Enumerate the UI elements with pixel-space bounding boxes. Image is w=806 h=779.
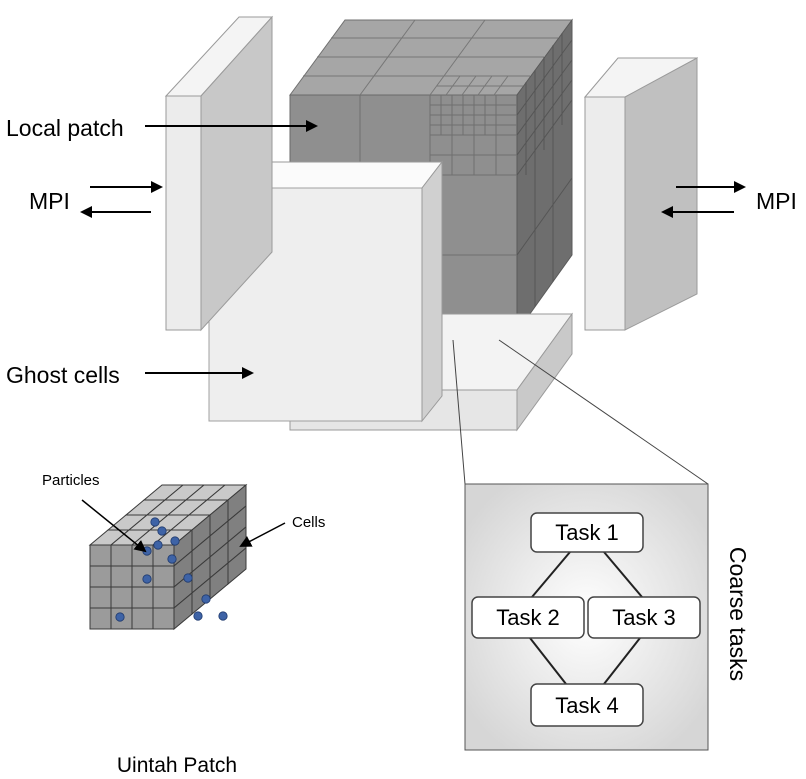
particle-dot bbox=[218, 611, 228, 621]
left-slab-front bbox=[165, 95, 202, 331]
cells-arrow bbox=[239, 522, 286, 547]
task-node-3: Task 3 bbox=[587, 596, 701, 639]
cell-front bbox=[89, 544, 112, 567]
particle-dot bbox=[167, 554, 177, 564]
mpi-right-label: MPI bbox=[756, 188, 797, 214]
edge-task2-task4 bbox=[529, 637, 567, 685]
particle-dot bbox=[150, 517, 160, 527]
task-2-label: Task 2 bbox=[496, 605, 560, 630]
bottom-slab-side bbox=[516, 312, 573, 432]
cell-front bbox=[89, 586, 112, 609]
task-1-label: Task 1 bbox=[555, 520, 619, 545]
cell-front bbox=[131, 586, 154, 609]
ghost-cells-label: Ghost cells bbox=[6, 362, 120, 388]
uintah-patch-cube bbox=[88, 483, 248, 631]
particles-label: Particles bbox=[42, 472, 100, 489]
particle-dot bbox=[157, 526, 167, 536]
edge-task1-task3 bbox=[603, 551, 643, 598]
particle-dot bbox=[170, 536, 180, 546]
task-3-label: Task 3 bbox=[612, 605, 676, 630]
edge-task3-task4 bbox=[603, 637, 641, 685]
ghost-slab-right bbox=[583, 57, 699, 331]
cell-front bbox=[110, 565, 133, 588]
right-slab-front bbox=[584, 96, 626, 331]
edge-task1-task2 bbox=[531, 551, 571, 598]
task-node-1: Task 1 bbox=[530, 512, 644, 553]
ghost-slab-left bbox=[164, 15, 274, 332]
particle-dot bbox=[115, 612, 125, 622]
cell-side bbox=[227, 546, 247, 586]
uintah-patch-label: Uintah Patch bbox=[117, 754, 237, 777]
zoom-line-left bbox=[452, 339, 466, 485]
cells-label: Cells bbox=[292, 514, 325, 531]
particle-dot bbox=[153, 540, 163, 550]
task-node-2: Task 2 bbox=[471, 596, 585, 639]
local-patch-label: Local patch bbox=[6, 115, 124, 141]
particle-dot bbox=[201, 594, 211, 604]
zoom-line-right bbox=[498, 339, 709, 485]
cell-front bbox=[89, 607, 112, 630]
task-node-4: Task 4 bbox=[530, 683, 644, 727]
particle-dot bbox=[183, 573, 193, 583]
cell-front bbox=[131, 607, 154, 630]
left-slab-side bbox=[200, 15, 273, 332]
cell-front bbox=[152, 607, 175, 630]
cell-front bbox=[110, 586, 133, 609]
coarse-task-panel: Task 1 Task 2 Task 3 Task 4 bbox=[464, 483, 709, 751]
cell-front bbox=[89, 565, 112, 588]
right-slab-side bbox=[624, 57, 698, 331]
cube-top-grid bbox=[303, 19, 558, 96]
cell-front bbox=[152, 565, 175, 588]
particle-dot bbox=[142, 574, 152, 584]
task-4-label: Task 4 bbox=[555, 693, 619, 718]
cube-right-grid bbox=[516, 33, 573, 307]
cell-front bbox=[152, 586, 175, 609]
coarse-tasks-label: Coarse tasks bbox=[725, 547, 751, 681]
particles-arrow bbox=[81, 499, 147, 553]
mpi-left-label: MPI bbox=[29, 188, 70, 214]
cell-front bbox=[110, 544, 133, 567]
front-slab-side bbox=[421, 160, 443, 423]
particle-dot bbox=[193, 611, 203, 621]
task-edges bbox=[529, 551, 643, 685]
